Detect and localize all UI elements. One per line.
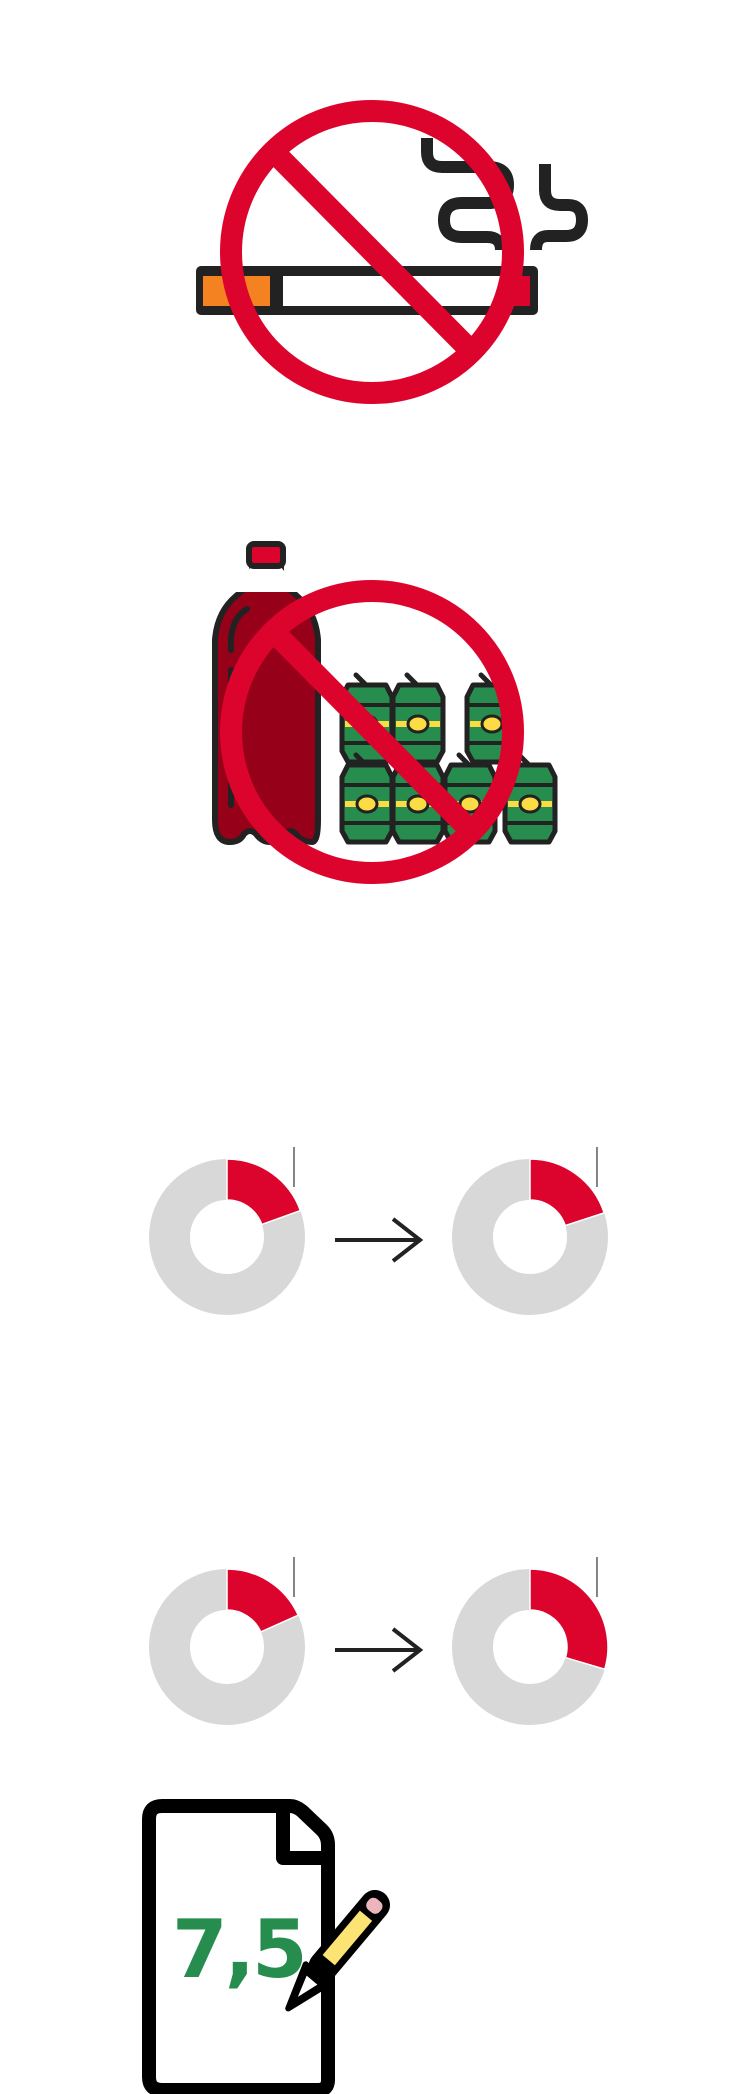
- arrow-right-icon: [335, 1627, 424, 1673]
- arrow-right-icon: [335, 1217, 424, 1263]
- pencil-icon: [285, 1890, 390, 2012]
- no-soft-drinks-and-beer-icon: [212, 541, 558, 884]
- donut-row2-before: [149, 1557, 305, 1725]
- prohibition-sign-icon: [220, 580, 524, 884]
- donut-value-segment: [226, 1158, 302, 1226]
- donut-row1-after: [452, 1147, 608, 1315]
- beer-can: [339, 752, 395, 845]
- donut-value-segment: [529, 1158, 606, 1227]
- no-smoking-icon: [196, 100, 589, 404]
- document-with-pencil-icon: 7,5: [142, 1799, 390, 2094]
- smoke-icon: [421, 138, 589, 251]
- score-value: 7,5: [172, 1903, 305, 1996]
- prohibition-sign-icon: [220, 100, 524, 404]
- donut-row1-before: [149, 1147, 305, 1315]
- donut-row2-after: [452, 1557, 609, 1725]
- beer-can: [390, 672, 446, 765]
- donut-value-segment: [529, 1568, 609, 1671]
- donut-comparisons: [149, 1147, 609, 1725]
- donut-value-segment: [226, 1568, 300, 1633]
